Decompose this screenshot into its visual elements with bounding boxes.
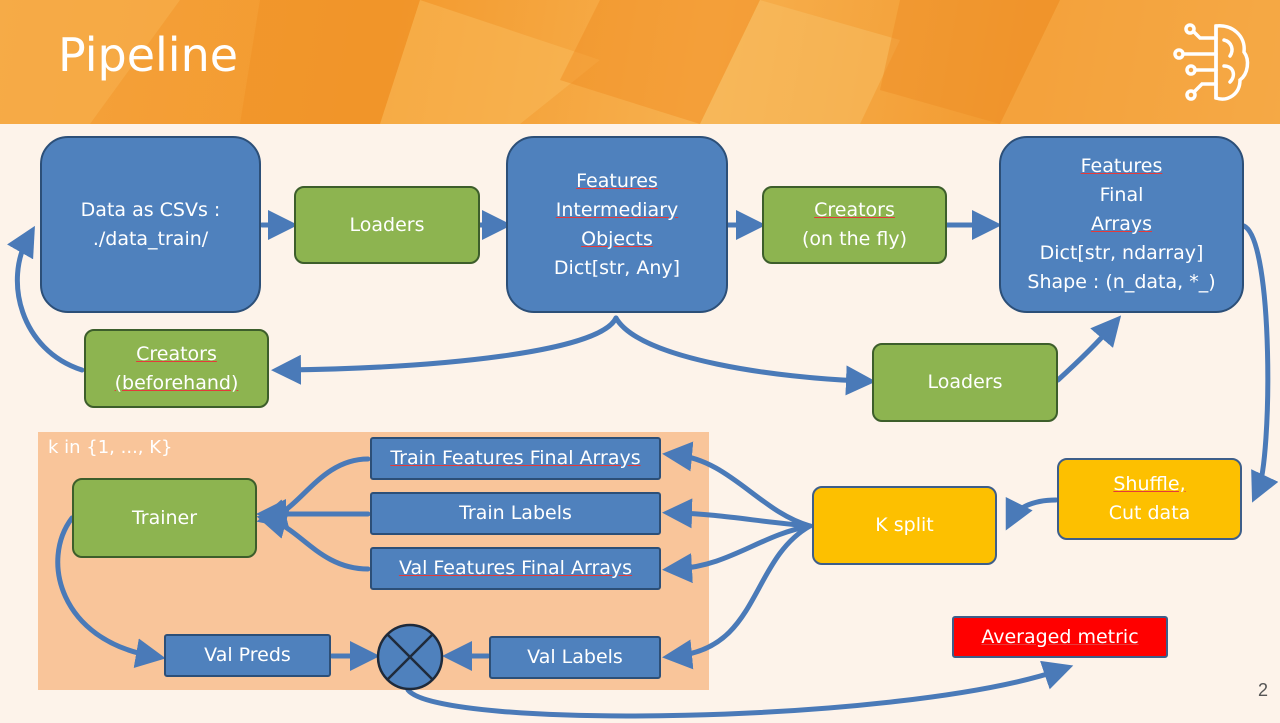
- arrow-ksplit-to-train-labels: [662, 498, 813, 529]
- arrow-final-to-shuffle: [1241, 223, 1279, 503]
- shuffle-node: Shuffle, Cut data: [1057, 458, 1242, 540]
- val-features-node: Val Features Final Arrays: [370, 547, 661, 590]
- loaders-top-label: Loaders: [349, 213, 425, 236]
- data-csv-line1: Data as CSVs :: [80, 198, 221, 221]
- loaders-bottom-label: Loaders: [927, 371, 1003, 393]
- circle-cross-icon: [376, 623, 444, 691]
- val-labels-label: Val Labels: [527, 646, 623, 668]
- creators-beforehand-line1: Creators: [136, 342, 217, 365]
- arrow-metric-to-averaged: [405, 660, 1074, 719]
- features-intermediary-line3: Objects: [581, 227, 653, 250]
- train-labels-node: Train Labels: [370, 492, 661, 535]
- arrow-loaders-to-final: [1055, 315, 1122, 383]
- features-intermediary-line2: Intermediary: [555, 198, 679, 221]
- creators-fly-node: Creators (on the fly): [762, 186, 947, 264]
- arrow-val-features-to-trainer: [256, 509, 371, 572]
- val-preds-label: Val Preds: [204, 644, 291, 666]
- arrow-creators-before-to-data: [7, 225, 85, 373]
- loaders-top-node: Loaders: [294, 186, 480, 264]
- trainer-node: Trainer: [72, 478, 257, 558]
- trainer-label: Trainer: [131, 506, 198, 529]
- arrow-trainer-to-val-preds: [55, 515, 166, 669]
- val-preds-node: Val Preds: [164, 634, 331, 677]
- arrow-shuffle-to-ksplit: [1005, 496, 1059, 531]
- features-final-line2: Final: [1099, 184, 1144, 206]
- val-labels-node: Val Labels: [489, 636, 661, 679]
- shuffle-line1: Shuffle,: [1113, 473, 1186, 495]
- val-features-label: Val Features Final Arrays: [398, 557, 633, 579]
- creators-beforehand-node: Creators (beforehand): [84, 329, 269, 408]
- averaged-metric-label: Averaged metric: [981, 625, 1139, 648]
- creators-fly-line1: Creators: [814, 199, 895, 221]
- shuffle-line2: Cut data: [1108, 502, 1191, 524]
- arrow-features-to-loaders-bottom: [613, 315, 876, 396]
- arrow-train-features-to-trainer: [256, 456, 371, 529]
- features-final-line3: Arrays: [1090, 213, 1153, 235]
- features-final-line1: Features: [1080, 155, 1163, 177]
- k-split-label: K split: [875, 514, 934, 536]
- features-final-node: Features Final Arrays Dict[str, ndarray]…: [999, 136, 1244, 313]
- data-csv-node: Data as CSVs : ./data_train/: [40, 136, 261, 313]
- arrow-features-to-creators-before: [271, 315, 619, 385]
- title-banner: [0, 0, 1280, 124]
- data-csv-line2: ./data_train/: [92, 227, 209, 250]
- averaged-metric-node: Averaged metric: [952, 616, 1168, 658]
- features-intermediary-node: Features Intermediary Objects Dict[str, …: [506, 136, 728, 313]
- banner-pattern: [0, 0, 1280, 124]
- creators-beforehand-line2: (beforehand): [114, 371, 239, 394]
- features-final-line5: Shape : (n_data, *_): [1027, 271, 1216, 293]
- k-fold-label: k in {1, ..., K}: [48, 437, 173, 458]
- features-final-line4: Dict[str, ndarray]: [1039, 242, 1204, 264]
- features-intermediary-line1: Features: [576, 169, 658, 192]
- arrow-ksplit-to-val-features: [662, 523, 813, 584]
- arrow-ksplit-to-train-features: [662, 441, 813, 529]
- loaders-bottom-node: Loaders: [872, 343, 1058, 422]
- train-labels-label: Train Labels: [459, 502, 572, 524]
- features-intermediary-line4: Dict[str, Any]: [553, 256, 681, 279]
- page-title: Pipeline: [58, 28, 239, 82]
- train-features-label: Train Features Final Arrays: [390, 447, 641, 469]
- creators-fly-line2: (on the fly): [802, 228, 907, 250]
- train-features-node: Train Features Final Arrays: [370, 437, 661, 480]
- page-number: 2: [1258, 680, 1269, 700]
- arrow-ksplit-to-val-labels: [662, 523, 813, 670]
- k-split-node: K split: [812, 486, 997, 565]
- brain-circuit-icon: [1173, 23, 1250, 101]
